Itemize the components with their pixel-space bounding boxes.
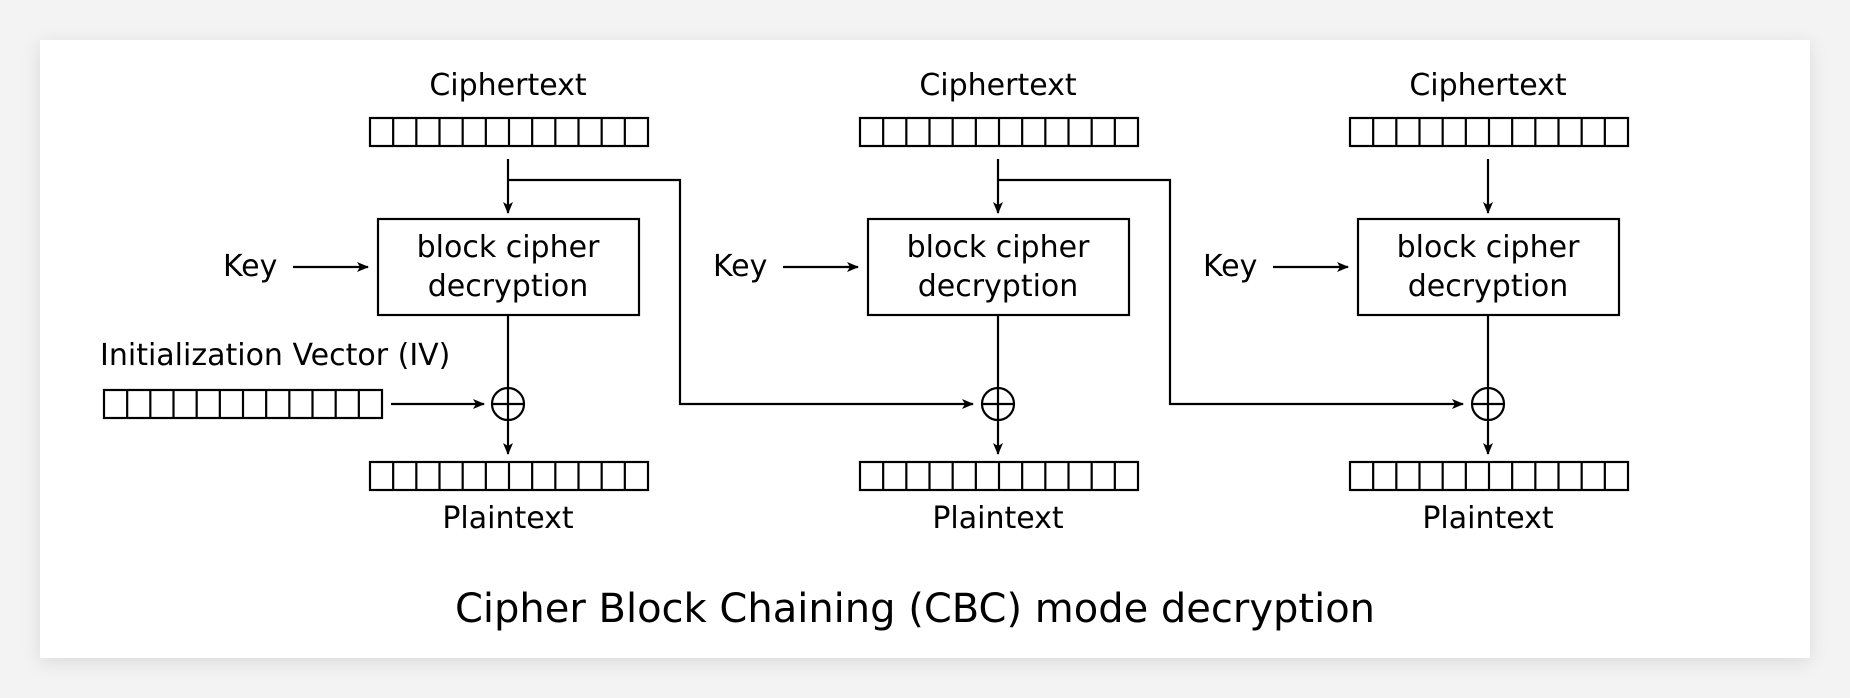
stage-3: Ciphertext Key block cipher decryption P…	[1203, 68, 1630, 536]
cipher-label-line2: decryption	[1408, 269, 1569, 304]
key-label: Key	[223, 249, 277, 284]
plaintext-label: Plaintext	[442, 501, 574, 536]
ciphertext-chain-line	[998, 178, 1464, 409]
key-label: Key	[1203, 249, 1257, 284]
cipher-label-line2: decryption	[918, 269, 1079, 304]
ciphertext-label: Ciphertext	[919, 68, 1077, 103]
xor-icon	[1470, 386, 1506, 422]
cipher-label-line1: block cipher	[907, 230, 1090, 265]
plaintext-block	[1348, 460, 1630, 492]
diagram-title: Cipher Block Chaining (CBC) mode decrypt…	[455, 586, 1375, 632]
cipher-label-line1: block cipher	[1397, 230, 1580, 265]
ciphertext-chain-line	[508, 178, 974, 409]
plaintext-block	[368, 460, 650, 492]
ciphertext-label: Ciphertext	[1409, 68, 1567, 103]
cipher-label-line2: decryption	[428, 269, 589, 304]
ciphertext-block	[368, 116, 650, 148]
cipher-label-line1: block cipher	[417, 230, 600, 265]
ciphertext-block	[858, 116, 1140, 148]
plaintext-label: Plaintext	[932, 501, 1064, 536]
key-label: Key	[713, 249, 767, 284]
block-cipher-decryption-box	[1356, 217, 1621, 317]
stage-1: Ciphertext Key block cipher decryption I…	[100, 68, 974, 536]
iv-label: Initialization Vector (IV)	[100, 338, 450, 373]
ciphertext-block	[1348, 116, 1630, 148]
plaintext-block	[858, 460, 1140, 492]
plaintext-label: Plaintext	[1422, 501, 1554, 536]
block-cipher-decryption-box	[866, 217, 1131, 317]
ciphertext-label: Ciphertext	[429, 68, 587, 103]
block-cipher-decryption-box	[376, 217, 641, 317]
iv-block	[102, 388, 384, 420]
xor-icon	[490, 386, 526, 422]
xor-icon	[980, 386, 1016, 422]
stage-2: Ciphertext Key block cipher decryption P…	[713, 68, 1464, 536]
